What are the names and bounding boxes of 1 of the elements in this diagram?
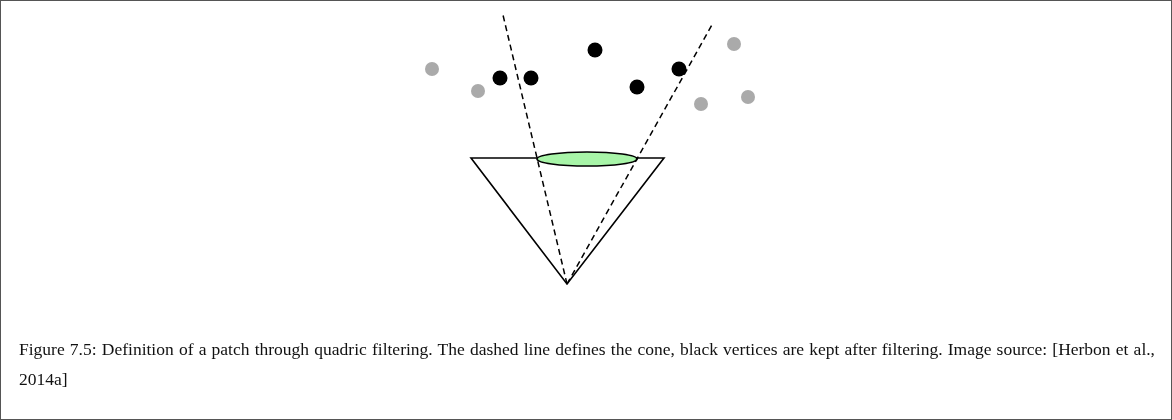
figure-caption: Figure 7.5: Definition of a patch through quadric filtering. The dashed line defines the cone, black vertices are kept after filtering. Image source: [Herbon et al., 2014a] bbox=[19, 338, 1155, 391]
